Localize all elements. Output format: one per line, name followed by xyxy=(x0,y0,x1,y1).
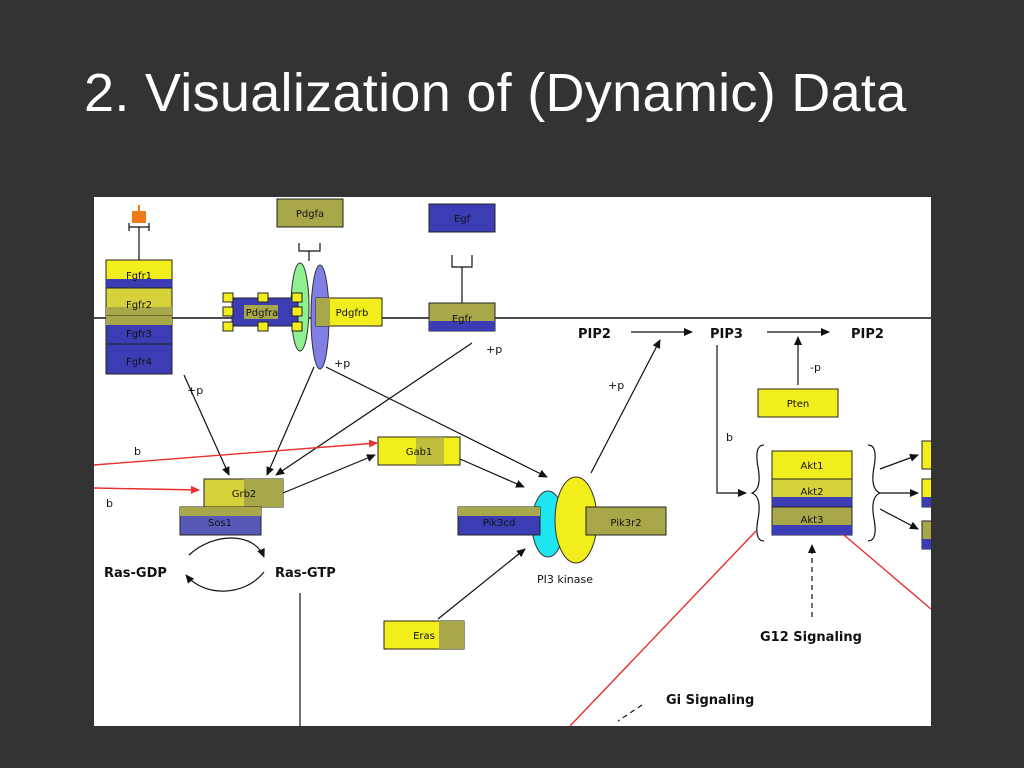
akt-target-2 xyxy=(921,478,931,508)
svg-text:Gab1: Gab1 xyxy=(406,447,433,458)
svg-text:Sos1: Sos1 xyxy=(208,518,232,529)
svg-text:Eras: Eras xyxy=(413,631,435,642)
label-ras-gdp: Ras-GDP xyxy=(104,566,167,581)
ras-cycle-bottom xyxy=(185,571,265,592)
gene-pik3r2[interactable]: Pik3r2 xyxy=(585,506,667,536)
arrow-pdgfr-grb2 xyxy=(266,366,315,476)
gene-pdgfrb[interactable]: Pdgfrb xyxy=(315,297,383,327)
svg-text:Fgfr1: Fgfr1 xyxy=(126,271,152,282)
label-b-3: b xyxy=(726,431,733,444)
label-pip3: PIP3 xyxy=(710,327,743,342)
arrow-gab1-pi3k xyxy=(459,458,525,488)
gene-grb2[interactable]: Grb2 xyxy=(203,478,284,508)
label-plus-p-3: +p xyxy=(486,343,502,356)
svg-text:Akt1: Akt1 xyxy=(801,461,824,472)
gi-dashed-line xyxy=(617,704,643,722)
arrow-pip3-akt xyxy=(716,345,747,497)
svg-text:Pdgfa: Pdgfa xyxy=(296,209,324,220)
red-arrow-gab1 xyxy=(94,439,378,466)
arrow-akt-out-1 xyxy=(879,454,919,470)
svg-text:Grb2: Grb2 xyxy=(232,489,257,500)
arrow-pi3k-pip3 xyxy=(590,339,661,474)
gene-fgfr2[interactable]: Fgfr2 xyxy=(105,287,173,317)
svg-text:Pdgfra: Pdgfra xyxy=(246,308,279,319)
label-pip2-right: PIP2 xyxy=(851,327,884,342)
label-b-1: b xyxy=(134,445,141,458)
label-minus-p: -p xyxy=(810,361,821,374)
label-gi-signaling: Gi Signaling xyxy=(666,693,754,708)
svg-text:Pik3r2: Pik3r2 xyxy=(610,518,641,529)
gene-fgfr3[interactable]: Fgfr3 xyxy=(105,315,173,345)
svg-text:Pten: Pten xyxy=(787,399,809,410)
gene-akt2[interactable]: Akt2 xyxy=(771,478,853,508)
pdgfra-binding-sites xyxy=(222,292,303,332)
svg-text:Pdgfrb: Pdgfrb xyxy=(336,308,369,319)
red-line-akt-down xyxy=(569,530,757,726)
label-g12-signaling: G12 Signaling xyxy=(760,630,862,645)
gene-sos1[interactable]: Sos1 xyxy=(179,506,262,536)
arrow-pdgfr-pi3k xyxy=(325,366,548,478)
ras-cycle-top xyxy=(188,537,265,558)
label-plus-p-2: +p xyxy=(334,357,350,370)
arrow-grb2-gab1 xyxy=(282,454,376,494)
svg-text:Fgfr3: Fgfr3 xyxy=(126,329,152,340)
gene-pten[interactable]: Pten xyxy=(757,388,839,418)
arrow-fgfr-grb2 xyxy=(183,374,230,476)
label-pi3-kinase: PI3 kinase xyxy=(537,573,593,586)
akt-bracket-left xyxy=(750,444,765,542)
pathway-diagram: Fgfr1 Fgfr2 Fgfr3 Fgfr4 Pdgfa Pdgfra Pdg… xyxy=(94,197,931,726)
arrow-eras-pi3k xyxy=(437,548,526,620)
gene-pik3cd[interactable]: Pik3cd xyxy=(457,506,541,536)
label-plus-p-4: +p xyxy=(608,379,624,392)
gene-fgfr1[interactable]: Fgfr1 xyxy=(105,259,173,289)
gene-eras[interactable]: Eras xyxy=(383,620,465,650)
gene-egf[interactable]: Egf xyxy=(428,203,496,233)
label-plus-p-1: +p xyxy=(187,384,203,397)
svg-text:Fgfr2: Fgfr2 xyxy=(126,300,152,311)
akt-bracket-right xyxy=(867,444,882,542)
arrow-egfr-grb2 xyxy=(275,342,473,476)
gene-pdgfra[interactable]: Pdgfra xyxy=(231,297,299,327)
gene-akt1[interactable]: Akt1 xyxy=(771,450,853,480)
gene-fgfr4[interactable]: Fgfr4 xyxy=(105,343,173,375)
red-arrow-grb2 xyxy=(94,485,200,494)
label-ras-gtp: Ras-GTP xyxy=(275,566,336,581)
svg-text:Egfr: Egfr xyxy=(452,314,473,325)
gene-gab1[interactable]: Gab1 xyxy=(377,436,461,466)
arrow-akt-out-3 xyxy=(879,508,919,530)
pdgfa-connector xyxy=(298,243,321,261)
akt-target-3 xyxy=(921,520,931,550)
svg-text:Akt2: Akt2 xyxy=(801,487,824,498)
fgf-ligand xyxy=(128,205,150,260)
label-b-2: b xyxy=(106,497,113,510)
slide-title: 2. Visualization of (Dynamic) Data xyxy=(84,63,907,123)
red-line-akt-right xyxy=(843,534,931,610)
gene-akt3[interactable]: Akt3 xyxy=(771,506,853,536)
svg-text:Akt3: Akt3 xyxy=(801,515,824,526)
akt-target-1 xyxy=(921,440,931,470)
gene-egfr[interactable]: Egfr xyxy=(428,302,496,332)
gene-pdgfa[interactable]: Pdgfa xyxy=(276,198,344,228)
svg-text:Fgfr4: Fgfr4 xyxy=(126,357,152,368)
egf-connector xyxy=(451,255,473,303)
svg-text:Pik3cd: Pik3cd xyxy=(483,518,516,529)
label-pip2-left: PIP2 xyxy=(578,327,611,342)
svg-text:Egf: Egf xyxy=(454,214,471,225)
